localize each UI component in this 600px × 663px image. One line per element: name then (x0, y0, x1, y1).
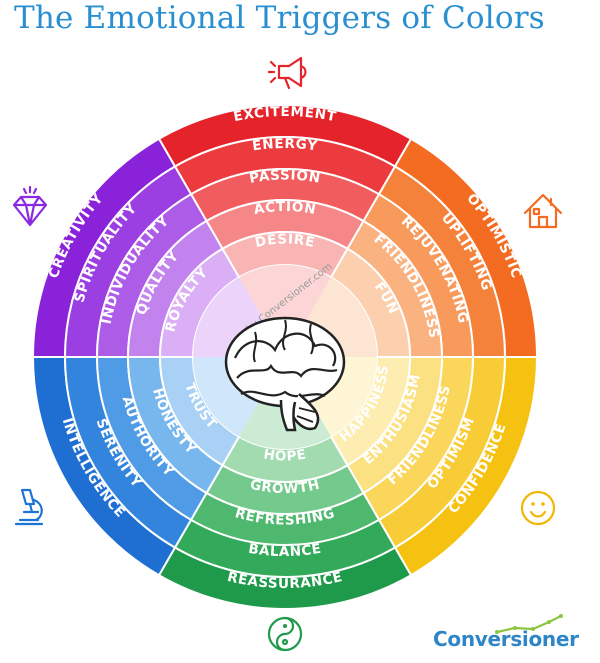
red-center-wedge (239, 264, 331, 357)
smiley-icon (520, 490, 556, 526)
yin-yang-icon (267, 616, 303, 652)
microscope-icon (14, 488, 44, 526)
green-label-5: HOPE (262, 446, 307, 464)
red-label-5: DESIRE (254, 231, 317, 251)
brand-name: Conversioner (433, 627, 579, 651)
red-label-1: EXCITEMENT (232, 104, 338, 125)
page-title: The Emotional Triggers of Colors (14, 0, 545, 36)
red-label-4: ACTION (253, 199, 318, 218)
red-label-2: ENERGY (251, 136, 318, 154)
green-label-2: BALANCE (247, 541, 322, 560)
brain-icon (224, 316, 346, 432)
red-label-3: PASSION (248, 167, 322, 186)
green-label-3: REFRESHING (233, 505, 337, 528)
megaphone-icon (267, 56, 307, 90)
green-label-1: REASSURANCE (226, 569, 345, 592)
diamond-icon (12, 185, 48, 227)
green-label-4: GROWTH (248, 477, 321, 498)
conversioner-logo: Conversioner (433, 612, 583, 652)
house-icon (523, 193, 563, 229)
